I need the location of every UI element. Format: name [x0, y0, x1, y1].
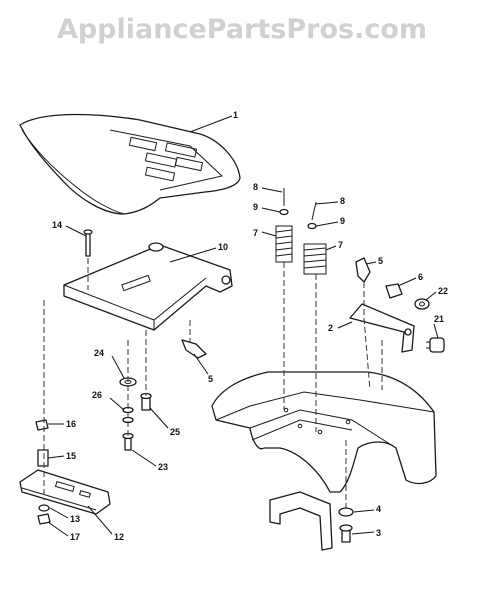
knob-part	[426, 337, 445, 353]
callout-23: 23	[158, 462, 168, 472]
washer-part-13	[38, 504, 50, 512]
callout-1: 1	[233, 110, 238, 120]
callout-9-right: 9	[340, 216, 345, 226]
callout-9-left: 9	[253, 202, 258, 212]
bushing-part	[122, 406, 134, 424]
latch-part	[355, 257, 371, 283]
callout-4: 4	[376, 504, 381, 514]
nut-part-6	[385, 283, 403, 299]
callout-14: 14	[52, 220, 62, 230]
callout-7-right: 7	[338, 240, 343, 250]
callout-10: 10	[218, 242, 228, 252]
bracket-part-15	[37, 449, 49, 467]
watermark-text: AppliancePartsPros.com	[56, 14, 428, 45]
callout-8-right: 8	[340, 196, 345, 206]
callout-21: 21	[434, 314, 444, 324]
callout-labels: 1 2 3 4 5 5 6 7 7 8 8 9 9 10 12 13 14 15…	[52, 110, 448, 542]
callout-15: 15	[66, 451, 76, 461]
callout-5-right: 5	[378, 256, 383, 266]
leader-lines	[47, 115, 439, 537]
callout-6: 6	[418, 272, 423, 282]
callout-3: 3	[376, 528, 381, 538]
callout-24: 24	[94, 348, 104, 358]
spring-stack-right	[303, 201, 327, 275]
callout-7-left: 7	[253, 228, 258, 238]
seat-pan-part	[63, 242, 233, 331]
alignment-lines	[43, 258, 383, 512]
callout-22: 22	[438, 286, 448, 296]
pin-part	[83, 229, 93, 257]
callout-25: 25	[170, 427, 180, 437]
callout-5-left: 5	[208, 374, 213, 384]
nut-part-17	[37, 513, 51, 525]
angle-bracket-part	[349, 303, 415, 353]
callout-12: 12	[114, 532, 124, 542]
seat-part	[19, 113, 241, 215]
callout-26: 26	[92, 390, 102, 400]
callout-17: 17	[70, 532, 80, 542]
slide-rail-part	[19, 469, 111, 515]
callout-16: 16	[66, 419, 76, 429]
callout-13: 13	[70, 514, 80, 524]
callout-8-left: 8	[253, 182, 258, 192]
clip-part	[181, 339, 207, 359]
spring-stack-left	[275, 188, 293, 263]
nut-part-16	[35, 419, 49, 431]
washer-part-4	[338, 507, 354, 517]
washer-part-22	[414, 298, 430, 310]
fender-frame-part	[211, 371, 437, 551]
callout-2: 2	[328, 323, 333, 333]
bolt-part-3	[339, 524, 353, 543]
